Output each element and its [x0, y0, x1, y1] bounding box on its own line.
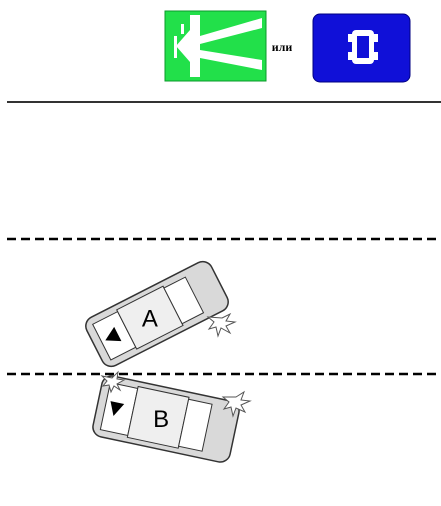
vehicle-a-label: A: [142, 306, 158, 333]
or-connector-label: или: [272, 40, 293, 54]
car-service-sign-icon: [313, 14, 410, 82]
impact-mark-a: [208, 314, 235, 336]
vehicle-a: A: [82, 258, 231, 370]
lane-direction-sign-icon: [165, 11, 266, 81]
vehicle-b-label: B: [153, 406, 169, 433]
